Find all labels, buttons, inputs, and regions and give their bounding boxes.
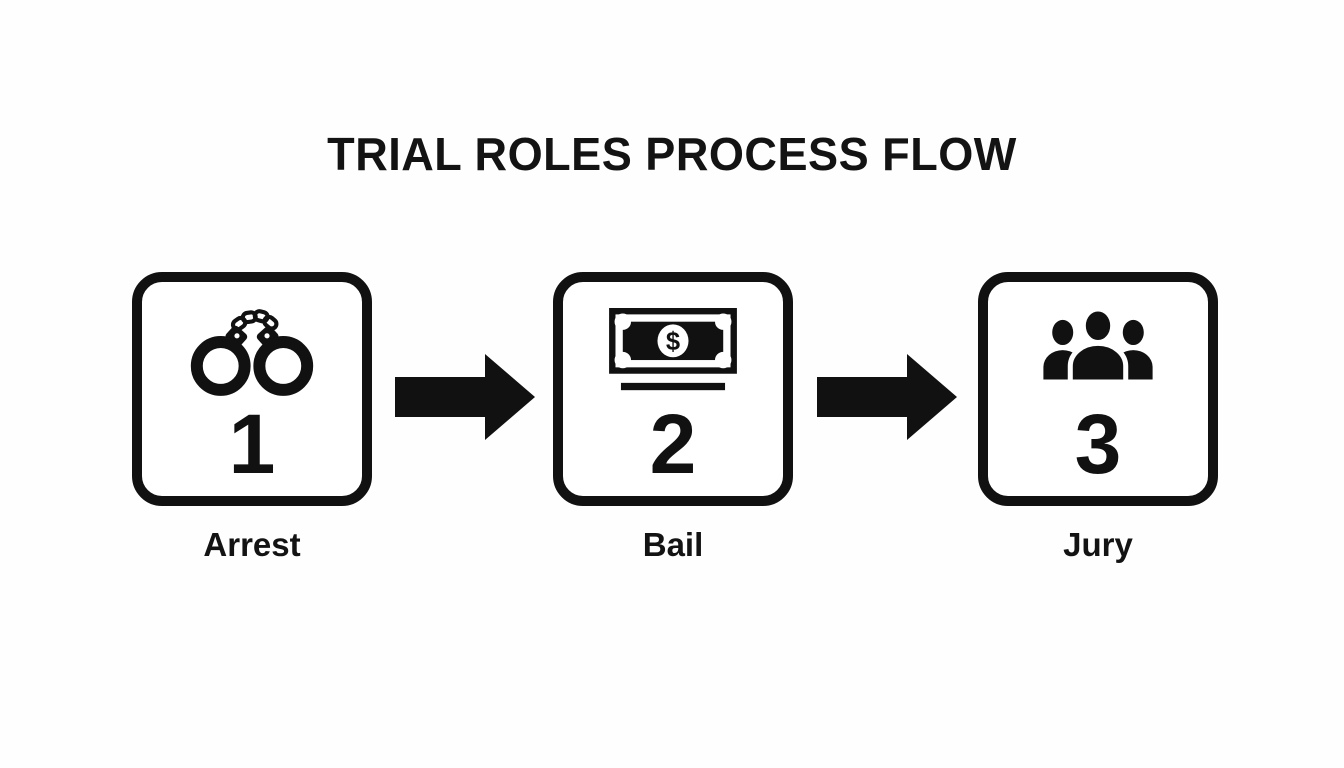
step-bail: $ 2 Bail	[553, 272, 793, 564]
step-box-1: 1	[132, 272, 372, 506]
step-box-2: $ 2	[553, 272, 793, 506]
step-jury: 3 Jury	[978, 272, 1218, 564]
step-number-3: 3	[1074, 397, 1122, 491]
diagram-title: TRIAL ROLES PROCESS FLOW	[327, 128, 1017, 180]
jury-people-icon	[1035, 308, 1161, 400]
handcuffs-icon	[178, 308, 326, 400]
step-number-1: 1	[228, 397, 276, 491]
step-label-bail: Bail	[642, 526, 704, 563]
cash-bill-icon: $	[609, 308, 737, 400]
step-label-arrest: Arrest	[203, 526, 301, 563]
dollar-glyph: $	[666, 328, 680, 356]
step-number-2: 2	[649, 397, 697, 491]
step-arrest: 1 Arrest	[132, 272, 372, 564]
flow-arrow-icon	[817, 354, 957, 440]
step-label-jury: Jury	[1063, 526, 1133, 563]
flow-arrow-icon	[395, 354, 535, 440]
step-box-3: 3	[978, 272, 1218, 506]
